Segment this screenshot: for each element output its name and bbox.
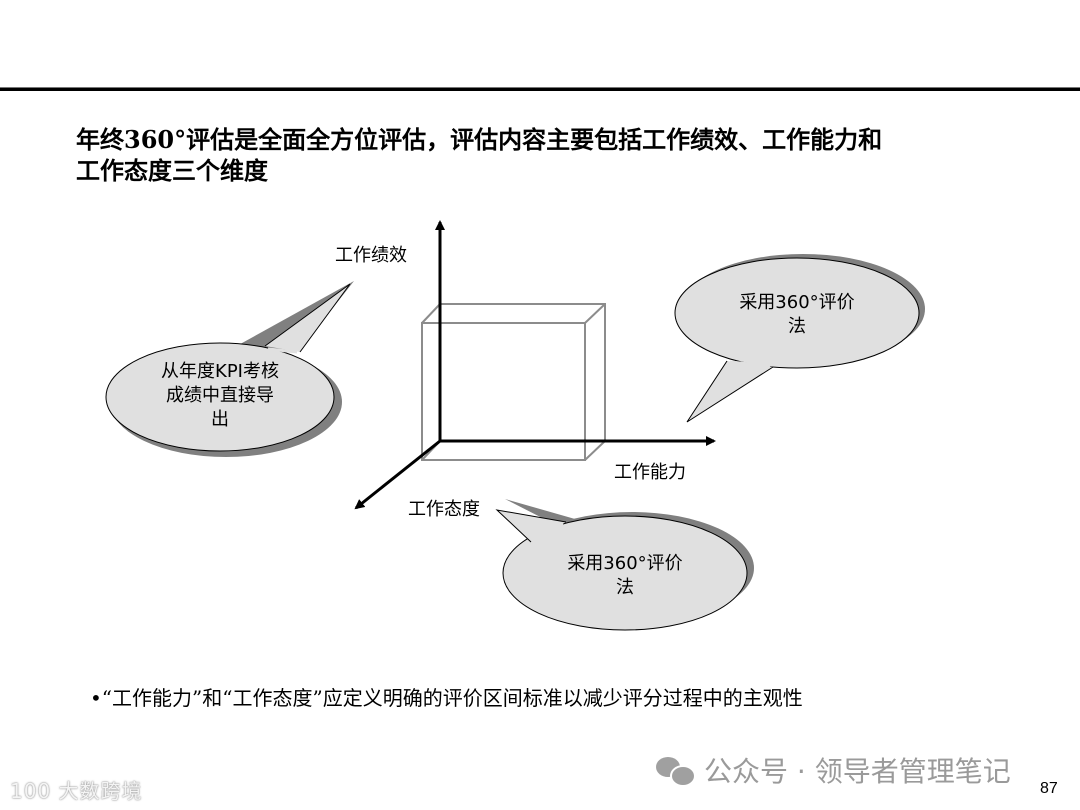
axis-label-ability: 工作能力 (614, 462, 686, 483)
slide-headline: 年终360°评估是全面全方位评估，评估内容主要包括工作绩效、工作能力和 工作态度… (76, 124, 1036, 186)
callout-performance-line-1: 从年度KPI考核 (161, 361, 279, 382)
callout-attitude (495, 499, 754, 631)
callout-performance-text: 从年度KPI考核 成绩中直接导 出 (130, 360, 310, 432)
axis-label-performance: 工作绩效 (335, 245, 407, 266)
axes (354, 220, 716, 510)
top-rule-shade (0, 87, 1080, 88)
top-divider (0, 88, 1080, 91)
depth-axis (354, 439, 441, 510)
bullet-note: •“工作能力”和“工作态度”应定义明确的评价区间标准以减少评分过程中的主观性 (90, 686, 803, 710)
callout-ability (674, 254, 925, 423)
callout-performance (105, 281, 354, 457)
brand-logo: 100 大数跨境 (10, 779, 143, 803)
callout-attitude-line-2: 法 (616, 577, 634, 598)
callout-attitude-text: 采用360°评价 法 (535, 552, 715, 600)
callout-attitude-line-1: 采用360°评价 (567, 553, 683, 574)
watermark: 公众号 · 领导者管理笔记 (656, 750, 1011, 790)
wechat-icon (656, 755, 696, 787)
headline-line-2: 工作态度三个维度 (76, 156, 268, 185)
callout-performance-line-2: 成绩中直接导 (166, 385, 274, 406)
axis-label-attitude: 工作态度 (408, 499, 480, 520)
callout-performance-line-3: 出 (211, 409, 229, 430)
cube-outline (421, 303, 606, 461)
callout-ability-text: 采用360°评价 法 (707, 291, 887, 339)
watermark-text: 公众号 · 领导者管理笔记 (704, 755, 1011, 788)
page-number: 87 (1040, 780, 1058, 797)
callout-ability-line-1: 采用360°评价 (739, 292, 855, 313)
callout-ability-line-2: 法 (788, 316, 806, 337)
headline-line-1: 年终360°评估是全面全方位评估，评估内容主要包括工作绩效、工作能力和 (76, 125, 883, 154)
